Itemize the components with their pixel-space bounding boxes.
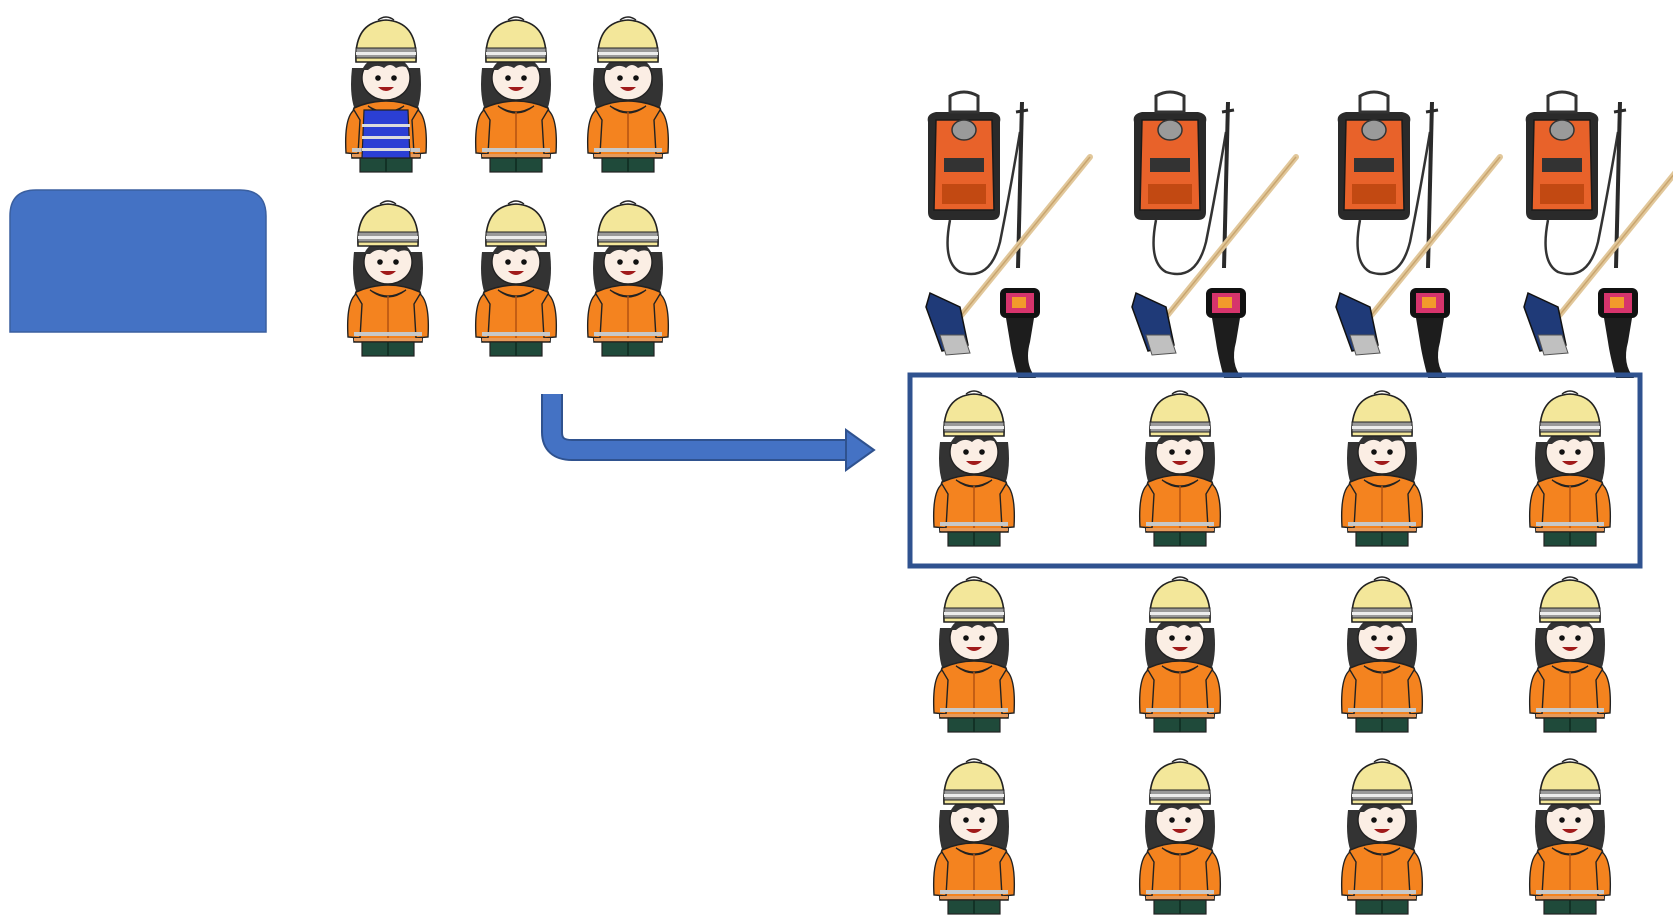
vehicle-shape — [9, 189, 267, 333]
water-backpack-icon — [1335, 90, 1440, 276]
squad-row — [932, 758, 1612, 915]
thermal-camera-icon — [1000, 288, 1040, 378]
firefighter-icon — [1340, 390, 1424, 547]
equipment-column — [1335, 90, 1500, 378]
firefighter-icon — [1340, 758, 1424, 915]
firefighter-icon — [1528, 390, 1612, 547]
firefighter-icon — [932, 758, 1016, 915]
firefighter-icon — [1138, 390, 1222, 547]
firefighter-leader-icon — [346, 17, 427, 172]
thermal-camera-icon — [1410, 288, 1450, 378]
firefighter-icon — [1138, 758, 1222, 915]
thermal-camera-icon — [1206, 288, 1246, 378]
thermal-camera-icon — [1598, 288, 1638, 378]
water-backpack-icon — [1131, 90, 1236, 276]
highlight-frame — [907, 372, 1643, 569]
equipment-column — [1131, 90, 1296, 378]
firefighter-icon — [346, 200, 430, 357]
connector-arrow — [541, 394, 876, 472]
firefighter-icon — [586, 200, 670, 357]
squad-row — [932, 576, 1612, 733]
firefighter-icon — [1340, 576, 1424, 733]
firefighter-icon — [1528, 758, 1612, 915]
firefighter-icon — [474, 200, 558, 357]
equipment-column — [925, 90, 1090, 378]
firefighter-icon — [932, 390, 1016, 547]
equipment-column — [1523, 90, 1673, 378]
firefighter-icon — [932, 576, 1016, 733]
squad-grid — [907, 372, 1643, 915]
equipment-row — [925, 90, 1673, 378]
firefighter-icon — [586, 16, 670, 173]
crew-group — [346, 16, 670, 357]
water-backpack-icon — [925, 90, 1030, 276]
squad-row-highlighted — [932, 390, 1612, 547]
water-backpack-icon — [1523, 90, 1628, 276]
firefighter-icon — [474, 16, 558, 173]
firefighter-icon — [1138, 576, 1222, 733]
firefighter-icon — [1528, 576, 1612, 733]
